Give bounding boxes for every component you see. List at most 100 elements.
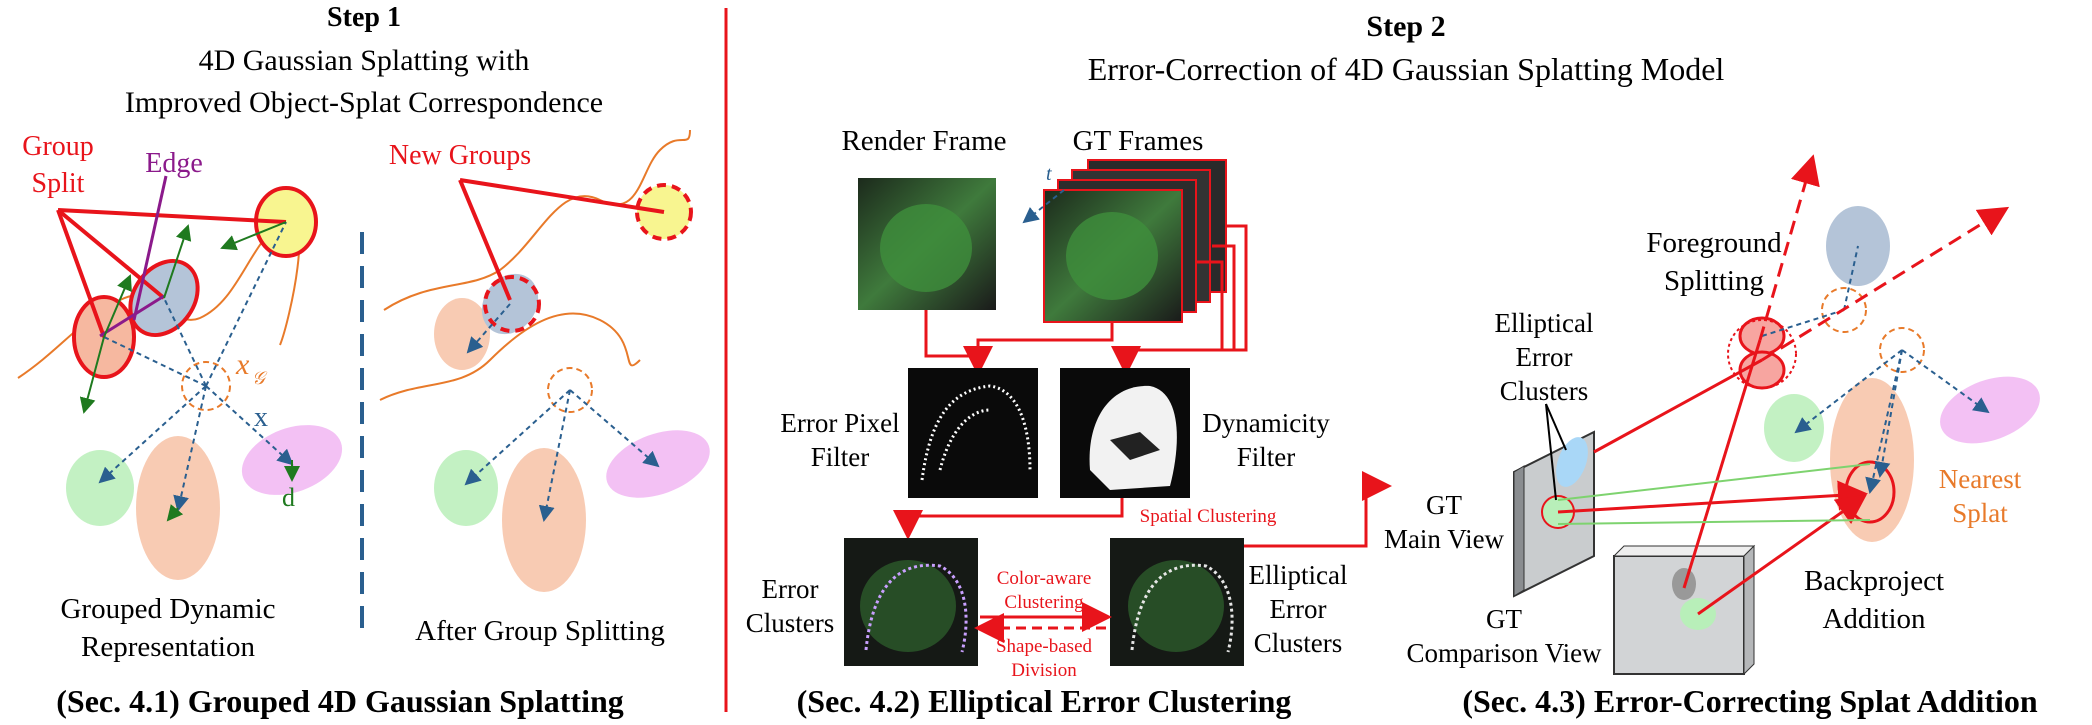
splat-pink xyxy=(1940,376,2040,444)
label-foreground-1: Foreground xyxy=(1646,227,1782,259)
step2-subtitle: Error-Correction of 4D Gaussian Splattin… xyxy=(1088,51,1725,87)
step1-panel: Step 1 4D Gaussian Splatting with Improv… xyxy=(17,2,710,719)
label-nearest-2: Splat xyxy=(1952,498,2008,528)
label-gt-frames: GT Frames xyxy=(1073,125,1204,157)
error-clusters-outline xyxy=(864,563,968,653)
edge-pointer xyxy=(99,294,165,338)
label-color-aware-1: Color-aware xyxy=(997,568,1092,589)
label-dynamicity-1: Dynamicity xyxy=(1202,408,1330,438)
label-gt-main-2: Main View xyxy=(1384,524,1505,554)
motion-trajectory-right xyxy=(383,129,691,311)
step3-panel: GT Main View Elliptical Error Clusters G… xyxy=(1384,154,2040,719)
label-color-aware-2: Clustering xyxy=(1004,592,1084,613)
label-split: Split xyxy=(32,168,85,199)
green-correspondence-lines xyxy=(1557,463,1871,525)
label-eec-2: Error xyxy=(1516,342,1573,372)
label-time: t xyxy=(1046,163,1052,185)
group-center-dashed-r1 xyxy=(547,367,593,413)
label-new-groups: New Groups xyxy=(389,140,531,171)
section-4-2-caption: (Sec. 4.2) Elliptical Error Clustering xyxy=(797,683,1292,719)
group-split-lines xyxy=(56,208,287,338)
new-group-dashed-1 xyxy=(483,275,541,333)
label-backproject-2: Addition xyxy=(1822,603,1926,635)
gt-comparison-side xyxy=(1743,544,1755,676)
label-elliptical-2: Error xyxy=(1270,594,1327,624)
splat-green-mid xyxy=(1764,394,1824,462)
label-eec-3: Clusters xyxy=(1500,376,1589,406)
label-dynamicity-2: Filter xyxy=(1237,442,1296,472)
elliptical-error-outline xyxy=(1130,563,1234,653)
section-4-3-caption: (Sec. 4.3) Error-Correcting Splat Additi… xyxy=(1462,683,2038,719)
label-group: Group xyxy=(22,131,94,162)
step3-dependency-dashes xyxy=(1761,245,1990,494)
label-elliptical-3: Clusters xyxy=(1254,628,1343,658)
dependency-dashes xyxy=(98,221,294,512)
caption-grouped-1: Grouped Dynamic xyxy=(60,593,275,625)
eec-pointer-1 xyxy=(1545,403,1567,451)
edge-line xyxy=(132,175,168,321)
step1-heading: Step 1 xyxy=(327,2,401,33)
ray-extensions-dashed xyxy=(1758,154,2010,362)
label-edge: Edge xyxy=(145,148,203,179)
group-center-s3-1 xyxy=(1821,287,1867,333)
group-center-s3-2 xyxy=(1879,327,1925,373)
error-pixel-filter-image xyxy=(908,368,1038,498)
label-elliptical-1: Elliptical xyxy=(1249,560,1348,590)
label-foreground-2: Splitting xyxy=(1664,265,1764,297)
dynamicity-filter-holes xyxy=(1110,432,1160,460)
dependency-dashes-r xyxy=(464,303,660,522)
elliptical-error-object xyxy=(1128,560,1224,652)
caption-grouped-2: Representation xyxy=(81,631,255,663)
label-error-clusters-2: Clusters xyxy=(746,608,835,638)
step2-panel: Step 2 Error-Correction of 4D Gaussian S… xyxy=(746,10,1725,719)
label-shape-based-1: Shape-based xyxy=(996,636,1093,657)
gt-comparison-top xyxy=(1612,545,1756,557)
label-xg: x xyxy=(235,348,250,381)
label-error-clusters-1: Error xyxy=(762,574,819,604)
step2-heading: Step 2 xyxy=(1366,10,1445,43)
label-gt-comp-1: GT xyxy=(1486,604,1522,634)
gt-frames-stack xyxy=(1043,159,1227,323)
label-eec-1: Elliptical xyxy=(1495,308,1594,338)
group-center-dashed xyxy=(181,361,231,411)
label-backproject-1: Backproject xyxy=(1804,565,1944,597)
to-step3-connector xyxy=(1244,471,1392,548)
label-nearest-1: Nearest xyxy=(1939,464,2022,494)
label-render-frame: Render Frame xyxy=(841,125,1006,157)
grouped-dynamic-diagram: Group Split Edge x 𝒢 x d xyxy=(17,131,343,580)
gaussian-peach-r xyxy=(434,298,490,370)
label-spatial-clustering: Spatial Clustering xyxy=(1140,506,1277,527)
label-gt-main-1: GT xyxy=(1426,490,1462,520)
gaussian-green xyxy=(66,450,134,526)
spatial-clustering-connector xyxy=(893,498,1124,540)
gaussian-green-r xyxy=(434,450,498,526)
step1-subtitle-line1: 4D Gaussian Splatting with xyxy=(199,44,530,77)
gt-main-view-side xyxy=(1513,465,1525,597)
gaussian-pink-r xyxy=(606,430,710,498)
gaussian-peach-large-r xyxy=(502,448,586,592)
label-shape-based-2: Division xyxy=(1011,660,1077,681)
after-split-diagram: New Groups xyxy=(379,129,710,592)
motion-trajectory-right-2 xyxy=(379,312,641,401)
error-pixel-filter-pattern xyxy=(920,384,1032,481)
label-d: d xyxy=(282,483,295,512)
foreground-split-outline xyxy=(1727,319,1797,389)
normal-arrows xyxy=(79,221,300,522)
label-xg-subscript: 𝒢 xyxy=(252,368,268,388)
new-groups-lines xyxy=(458,178,665,301)
eec-pointer-2 xyxy=(1545,403,1557,501)
label-gt-comp-2: Comparison View xyxy=(1406,638,1602,668)
elliptical-cluster-blue xyxy=(1556,437,1588,487)
caption-after-split: After Group Splitting xyxy=(415,615,665,647)
splat-peach-large xyxy=(1830,378,1914,542)
label-x: x xyxy=(254,402,268,433)
backproject-rays xyxy=(1557,339,1868,616)
label-error-pixel-1: Error Pixel xyxy=(780,408,899,438)
foreground-split-bottom xyxy=(1738,350,1786,390)
frame-to-filter-connectors xyxy=(924,224,1248,376)
section-4-1-caption: (Sec. 4.1) Grouped 4D Gaussian Splatting xyxy=(56,683,624,719)
step1-subtitle-line2: Improved Object-Splat Correspondence xyxy=(125,86,603,119)
label-error-pixel-2: Filter xyxy=(811,442,870,472)
render-frame-object xyxy=(880,204,972,292)
